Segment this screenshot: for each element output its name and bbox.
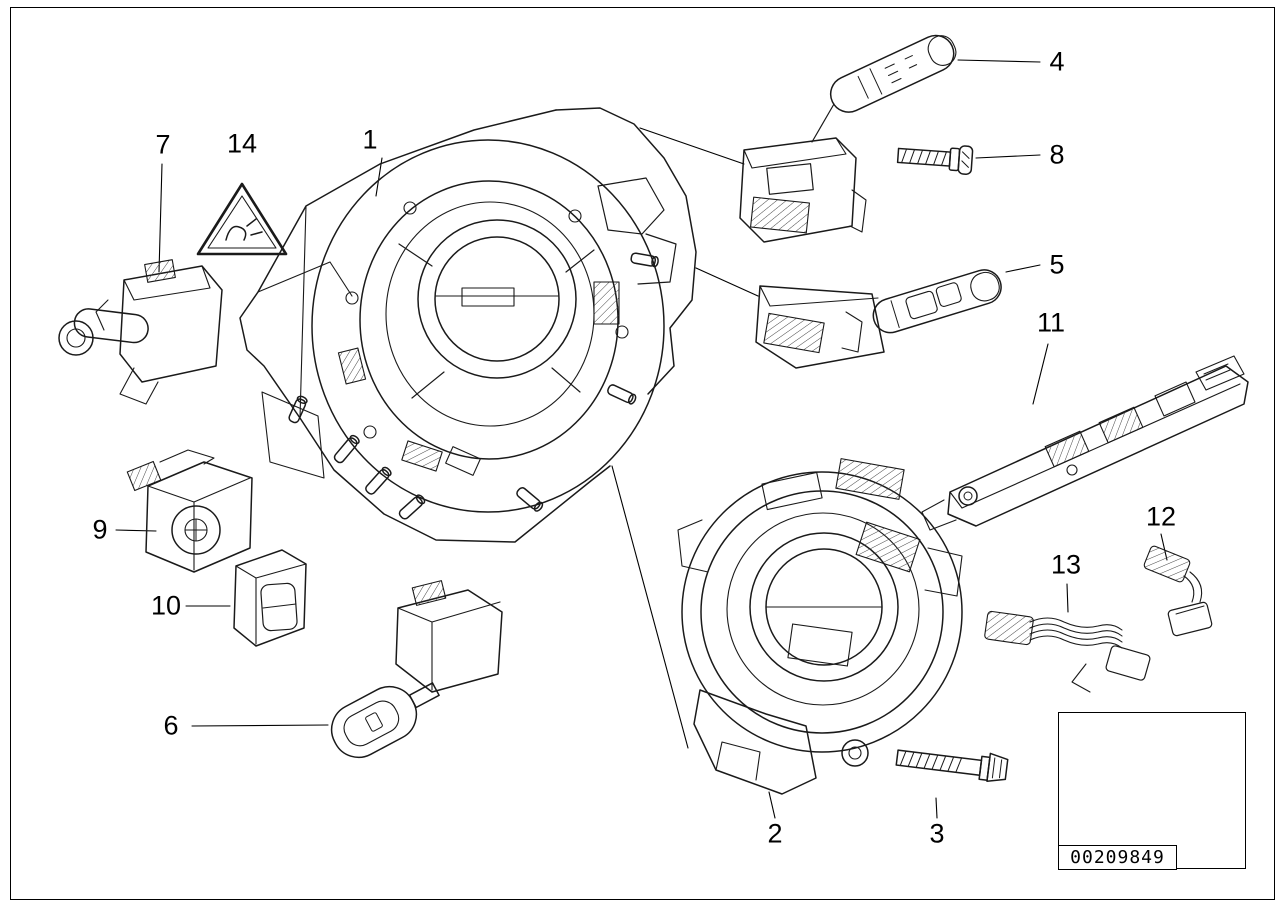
bolt-3-drawing: [895, 749, 1009, 782]
callout-14: 14: [226, 128, 258, 159]
callout-7: 7: [155, 129, 171, 160]
callout-3: 3: [929, 818, 945, 849]
callout-5: 5: [1049, 249, 1065, 280]
screw-8-drawing: [896, 145, 974, 175]
callout-9: 9: [92, 514, 108, 545]
callout-11: 11: [1036, 307, 1066, 338]
leader-lines: [115, 59, 1168, 819]
callout-1: 1: [362, 124, 378, 155]
callout-6: 6: [163, 710, 179, 741]
control-unit-11-drawing: [921, 355, 1249, 531]
switch-10-drawing: [233, 549, 307, 647]
gear-selector-stalk-drawing: [811, 34, 957, 143]
warning-triangle-drawing: [196, 182, 288, 256]
part-number-badge: 00209849: [1058, 845, 1177, 870]
connector-12-drawing: [1143, 545, 1213, 637]
callout-2: 2: [767, 818, 783, 849]
stalk-switch-7-drawing: [58, 259, 223, 405]
callout-13: 13: [1050, 549, 1082, 580]
callout-4: 4: [1049, 46, 1065, 77]
callout-10: 10: [150, 590, 182, 621]
legend-car-box: [1058, 712, 1246, 869]
ignition-key-drawing: [330, 580, 503, 759]
switch-9-drawing: [126, 449, 253, 573]
callout-8: 8: [1049, 139, 1065, 170]
callout-12: 12: [1145, 501, 1177, 532]
switch-unit-top-drawing: [739, 137, 867, 243]
wiper-stalk-drawing: [755, 269, 1002, 369]
steering-column-housing-drawing: [239, 107, 697, 543]
slip-ring-unit-drawing: [677, 458, 963, 795]
cable-13-drawing: [984, 610, 1151, 693]
